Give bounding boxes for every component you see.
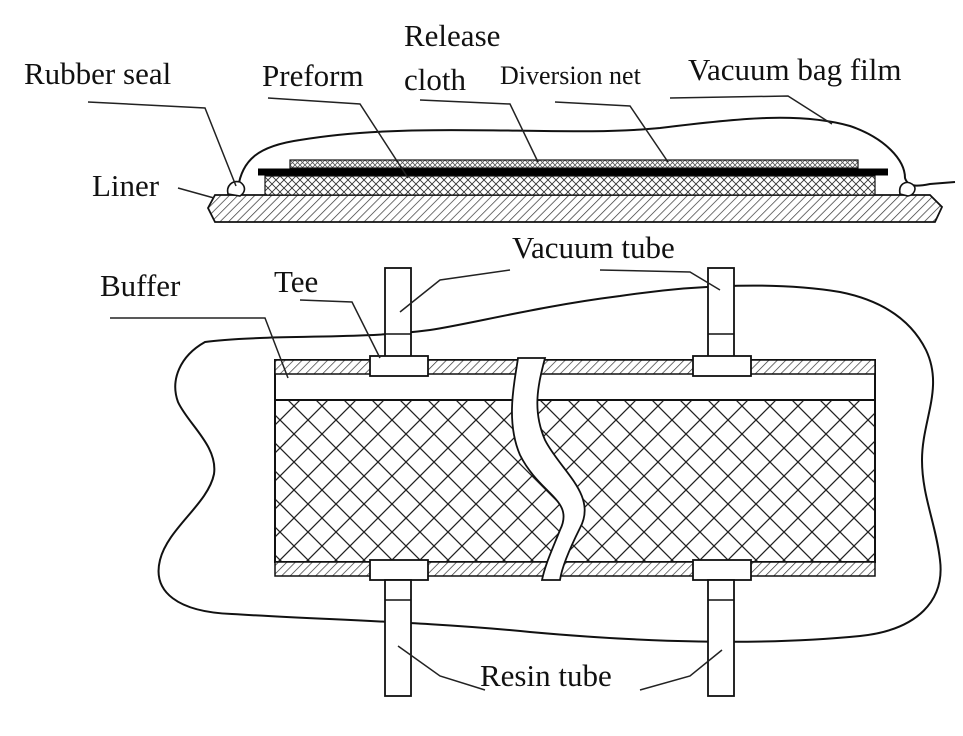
diversion-net-layer: [289, 159, 859, 169]
tee-right-bottom: [692, 559, 752, 581]
label-release-cloth-line1: Release: [404, 18, 500, 53]
liner-mould: [206, 194, 944, 223]
label-tee: Tee: [274, 264, 318, 299]
label-vacuum-bag-film: Vacuum bag film: [688, 52, 902, 87]
rubber-seal: [226, 180, 246, 197]
label-vacuum-tube: Vacuum tube: [512, 230, 675, 265]
resin-tube-right: [692, 559, 752, 697]
vacuum-tube-left: [369, 267, 429, 377]
preform-layer: [264, 175, 876, 196]
tee-right-top: [692, 355, 752, 377]
resin-tube-left: [369, 559, 429, 697]
label-liner: Liner: [92, 168, 160, 203]
tee-left-bottom: [369, 559, 429, 581]
vacuum-tube-right: [692, 267, 752, 377]
label-resin-tube: Resin tube: [480, 658, 612, 693]
bag-outline: [157, 284, 942, 643]
label-diversion-net: Diversion net: [500, 61, 642, 90]
top-cross-section: [87, 95, 956, 223]
label-rubber-seal: Rubber seal: [24, 56, 171, 91]
bottom-plan-view: [110, 267, 942, 697]
label-preform: Preform: [262, 58, 364, 93]
vacuum-bag-film: [237, 116, 956, 189]
label-release-cloth-line2: cloth: [404, 62, 466, 97]
tee-left-top: [369, 355, 429, 377]
buffer-strip-bottom: [274, 561, 876, 577]
break-gap: [511, 357, 586, 581]
label-buffer: Buffer: [100, 268, 181, 303]
